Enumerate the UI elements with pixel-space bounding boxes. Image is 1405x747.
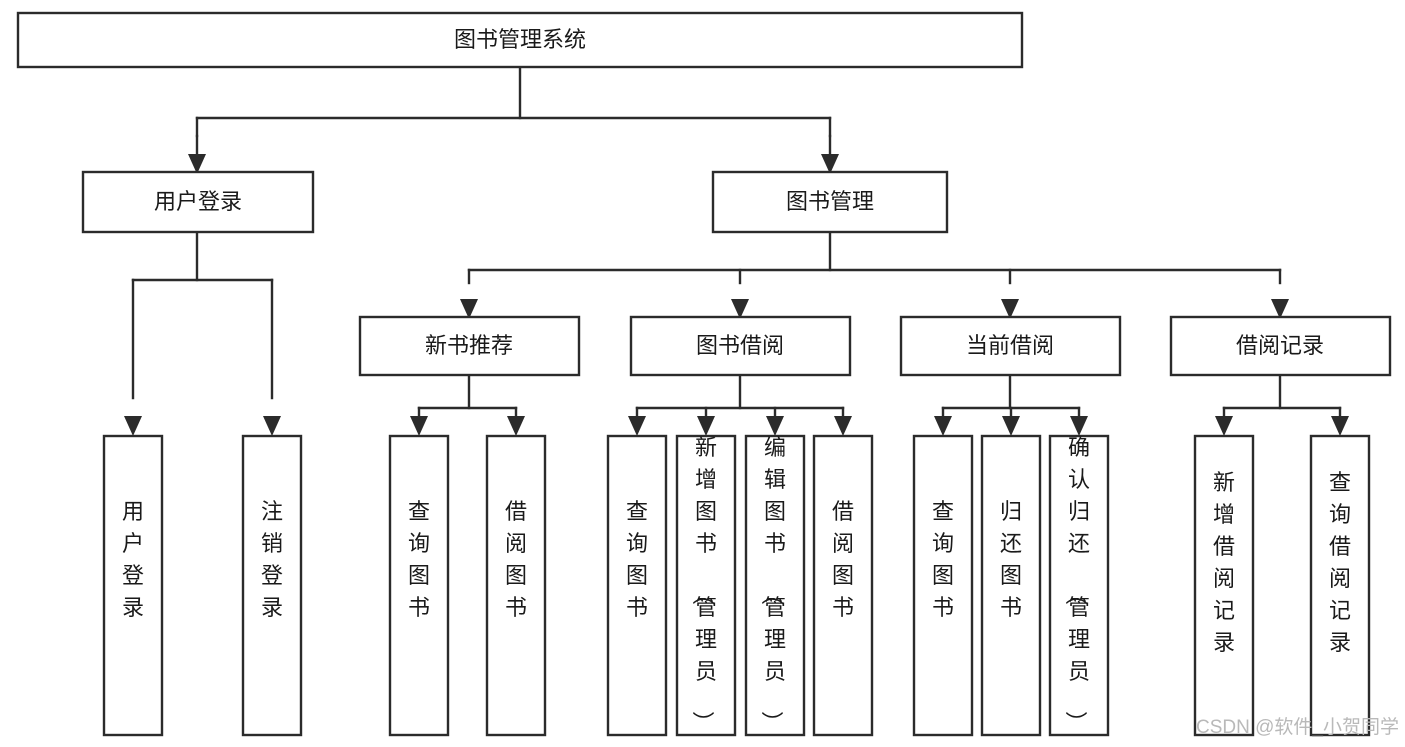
- node-leaf-user-login-label: 用户登录: [122, 499, 144, 620]
- node-borrow-record-label: 借阅记录: [1236, 333, 1324, 358]
- node-leaf-confirm-return[interactable]: 确认归还（管理员）: [1048, 434, 1110, 737]
- csdn-watermark: CSDN @软件_小贺同学: [1196, 716, 1399, 738]
- arrowhead-leaf-query-record: [1331, 416, 1349, 436]
- node-leaf-logout-box[interactable]: [241, 434, 303, 737]
- node-book-borrow-label: 图书借阅: [696, 333, 784, 358]
- node-leaf-return-book-box[interactable]: [980, 434, 1042, 737]
- connector-group: [124, 65, 1349, 436]
- arrowhead-leaf-borrow-book-b: [834, 416, 852, 436]
- node-book-borrow[interactable]: 图书借阅: [629, 315, 852, 377]
- node-leaf-query-record-box[interactable]: [1309, 434, 1371, 737]
- arrowhead-leaf-query-book-b: [628, 416, 646, 436]
- node-leaf-logout[interactable]: 注销登录: [241, 434, 303, 737]
- node-leaf-borrow-book-a-label: 借阅图书: [505, 499, 527, 620]
- node-leaf-add-record[interactable]: 新增借阅记录: [1193, 434, 1255, 737]
- node-user-login-box[interactable]: [81, 170, 315, 234]
- node-leaf-query-book-a-box[interactable]: [388, 434, 450, 737]
- node-leaf-borrow-book-a[interactable]: 借阅图书: [485, 434, 547, 737]
- node-leaf-add-record-box[interactable]: [1193, 434, 1255, 737]
- node-leaf-query-book-a[interactable]: 查询图书: [388, 434, 450, 737]
- node-current-borrow[interactable]: 当前借阅: [899, 315, 1122, 377]
- arrowhead-leaf-add-record: [1215, 416, 1233, 436]
- node-leaf-query-book-b[interactable]: 查询图书: [606, 434, 668, 737]
- node-leaf-borrow-book-b[interactable]: 借阅图书: [812, 434, 874, 737]
- node-leaf-query-book-c[interactable]: 查询图书: [912, 434, 974, 737]
- node-leaf-borrow-book-b-label: 借阅图书: [832, 499, 854, 620]
- node-leaf-add-book[interactable]: 新增图书（管理员）: [675, 434, 737, 737]
- node-leaf-add-book-label: 新增图书（管理员）: [690, 435, 717, 733]
- arrowhead-leaf-borrow-book-a: [507, 416, 525, 436]
- node-leaf-borrow-book-b-box[interactable]: [812, 434, 874, 737]
- node-leaf-edit-book[interactable]: 编辑图书（管理员）: [744, 434, 806, 737]
- node-book-borrow-box[interactable]: [629, 315, 852, 377]
- node-borrow-record[interactable]: 借阅记录: [1169, 315, 1392, 377]
- node-leaf-query-record[interactable]: 查询借阅记录: [1309, 434, 1371, 737]
- node-leaf-edit-book-box[interactable]: [744, 434, 806, 737]
- node-leaf-query-book-c-label: 查询图书: [932, 499, 954, 620]
- node-root-box[interactable]: [16, 11, 1024, 69]
- arrowhead-leaf-query-book-c: [934, 416, 952, 436]
- node-borrow-record-box[interactable]: [1169, 315, 1392, 377]
- node-leaf-confirm-return-label: 确认归还（管理员）: [1063, 435, 1090, 733]
- node-leaf-query-record-label: 查询借阅记录: [1329, 470, 1351, 655]
- arrowhead-leaf-query-book-a: [410, 416, 428, 436]
- node-book-manage-box[interactable]: [711, 170, 949, 234]
- arrowhead-leaf-add-book: [697, 416, 715, 436]
- node-leaf-return-book-label: 归还图书: [1000, 499, 1022, 620]
- arrowhead-leaf-user-login: [124, 416, 142, 436]
- node-root-label: 图书管理系统: [454, 27, 586, 52]
- node-leaf-add-record-label: 新增借阅记录: [1213, 470, 1235, 655]
- node-new-book-rec[interactable]: 新书推荐: [358, 315, 581, 377]
- node-user-login[interactable]: 用户登录: [81, 170, 315, 234]
- node-leaf-query-book-a-label: 查询图书: [408, 499, 430, 620]
- node-leaf-logout-label: 注销登录: [261, 499, 283, 620]
- node-leaf-query-book-b-box[interactable]: [606, 434, 668, 737]
- node-root[interactable]: 图书管理系统: [16, 11, 1024, 69]
- arrowhead-leaf-logout: [263, 416, 281, 436]
- node-leaf-user-login-box[interactable]: [102, 434, 164, 737]
- node-new-book-rec-label: 新书推荐: [425, 333, 513, 358]
- node-leaf-confirm-return-box[interactable]: [1048, 434, 1110, 737]
- node-leaf-edit-book-label: 编辑图书（管理员）: [759, 435, 786, 733]
- node-leaf-return-book[interactable]: 归还图书: [980, 434, 1042, 737]
- node-leaf-query-book-c-box[interactable]: [912, 434, 974, 737]
- node-current-borrow-box[interactable]: [899, 315, 1122, 377]
- node-new-book-rec-box[interactable]: [358, 315, 581, 377]
- arrowhead-leaf-return-book: [1002, 416, 1020, 436]
- node-book-manage[interactable]: 图书管理: [711, 170, 949, 234]
- node-user-login-label: 用户登录: [154, 189, 242, 214]
- arrowhead-leaf-confirm-return: [1070, 416, 1088, 436]
- node-leaf-add-book-box[interactable]: [675, 434, 737, 737]
- node-leaf-borrow-book-a-box[interactable]: [485, 434, 547, 737]
- node-book-manage-label: 图书管理: [786, 189, 874, 214]
- node-current-borrow-label: 当前借阅: [966, 333, 1054, 358]
- node-leaf-query-book-b-label: 查询图书: [626, 499, 648, 620]
- node-leaf-user-login[interactable]: 用户登录: [102, 434, 164, 737]
- arrowhead-leaf-edit-book: [766, 416, 784, 436]
